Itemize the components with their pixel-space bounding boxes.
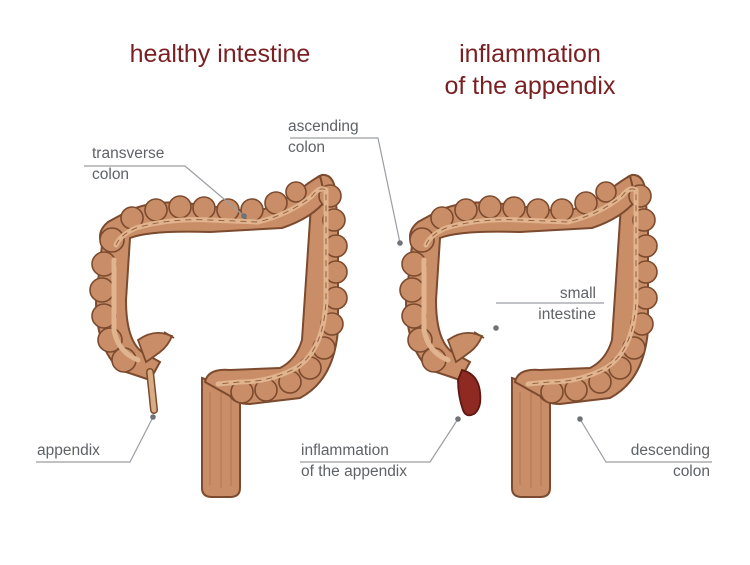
leader-dots — [150, 213, 583, 422]
leader-lines — [36, 137, 712, 463]
inflamed-colon — [400, 175, 657, 497]
title-line-1: inflammation — [459, 40, 601, 68]
healthy-colon — [90, 175, 347, 497]
title-healthy-intestine: healthy intestine — [129, 40, 311, 68]
label-appendix: appendix — [37, 442, 100, 459]
inflamed-appendix — [457, 368, 482, 417]
title-inflammation-appendix: inflammation of the appendix — [380, 38, 680, 102]
title-line-2: of the appendix — [444, 72, 616, 100]
